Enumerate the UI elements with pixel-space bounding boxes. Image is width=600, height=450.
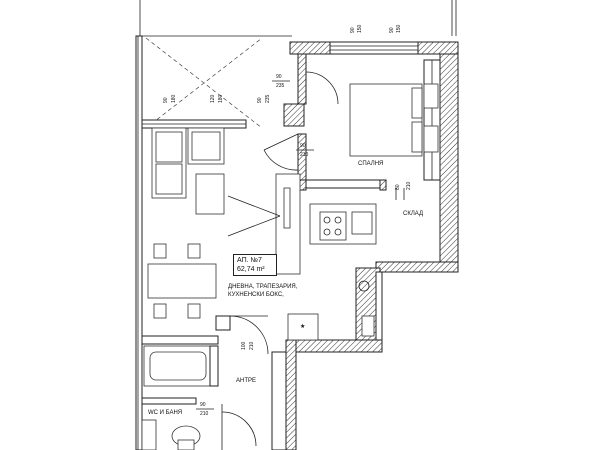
room-label-living-2: КУХНЕНСКИ БОКС, [228,292,284,298]
dim-door-entry-w: 100 [241,341,247,350]
room-label-bedroom: СПАЛНЯ [358,161,383,167]
terrace [139,0,457,129]
dim-door-bath-h: 210 [200,411,209,417]
dim-win-left-c-h: 235 [265,94,271,103]
bedroom-door [305,71,339,105]
dim-win-top-b-w: 90 [389,27,395,33]
dim-door-living-w: 90 [300,143,306,149]
hall-right-wall [271,351,287,450]
dim-door-storage-w: 80 [395,184,401,190]
dim-door-bed-w: 90 [276,74,282,80]
dim-win-left-a-w: 90 [163,97,169,103]
dimensions: 90 150 90 150 90 235 90 180 120 180 90 2… [163,24,412,417]
tv-partition [227,173,301,275]
sofa [151,127,225,199]
dining-set [147,243,217,319]
entry-door [215,315,269,355]
dim-door-living-h: 210 [300,152,309,158]
dim-door-bath-w: 90 [200,402,206,408]
apartment-number: АП. №7 [237,257,262,264]
middle-walls [297,179,459,273]
room-label-storage: СКЛАД [403,211,423,217]
bath-door [221,404,257,450]
left-wall [135,35,143,450]
coffee-table [195,173,225,215]
svg-text:★: ★ [300,323,305,330]
bathroom [141,335,219,450]
room-label-living-1: ДНЕВНА, ТРАПЕЗАРИЯ, [228,284,298,290]
dim-win-top-a-h: 150 [357,24,363,33]
apartment-area: 62,74 m² [237,266,265,273]
kitchen [309,203,377,245]
living-door [263,133,299,171]
service-walls: ★ [285,267,383,450]
apartment-tag: АП. №7 62,74 m² [233,254,277,276]
dim-door-storage-h: 210 [406,181,412,190]
dim-win-left-b-h: 180 [218,94,224,103]
dim-win-top-a-w: 90 [350,27,356,33]
room-label-bath: WC И БАНЯ [148,410,182,416]
living-top-wall [141,103,305,129]
dim-win-left-c-w: 90 [257,97,263,103]
dim-win-left-b-w: 120 [210,94,216,103]
dim-win-left-a-h: 180 [171,94,177,103]
dim-door-entry-h: 210 [249,341,255,350]
room-label-hall: АНТРЕ [236,378,256,384]
storage-door [395,188,405,200]
dim-door-bed-h: 235 [276,83,285,89]
bed [349,83,439,157]
dim-win-top-b-h: 150 [396,24,402,33]
